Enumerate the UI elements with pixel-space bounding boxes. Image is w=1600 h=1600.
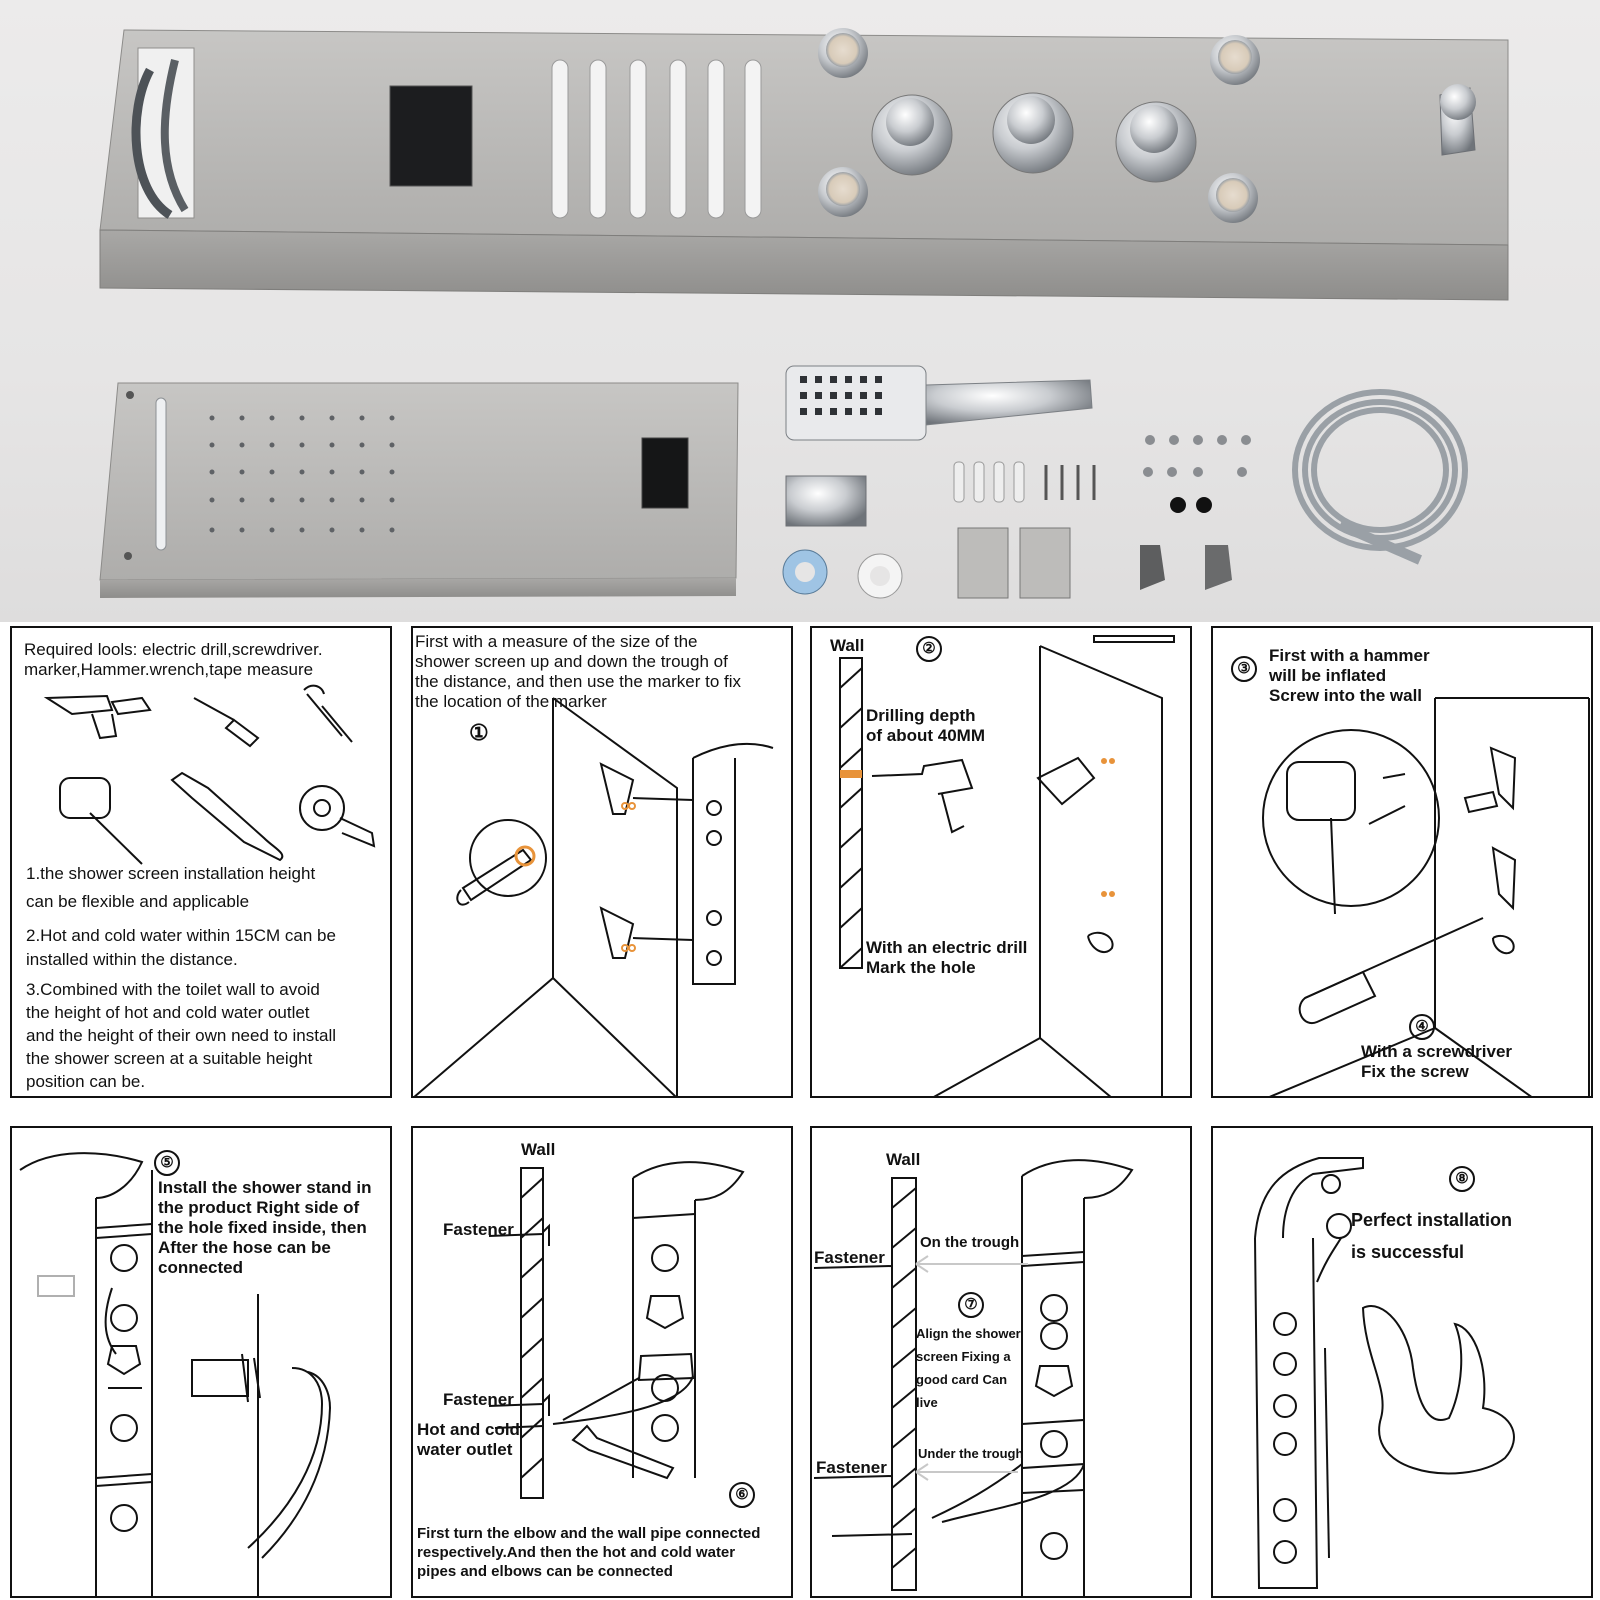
- panel-step-8: ⑧ Perfect installation is successful: [1211, 1126, 1593, 1598]
- step7-illustration: [813, 1159, 1134, 1596]
- step2-drill-depth: Drilling depth of about 40MM: [866, 706, 985, 745]
- step5-text: Install the shower stand in the product …: [158, 1178, 372, 1277]
- step8-text: Perfect installation is successful: [1351, 1210, 1513, 1262]
- wall-bracket: [785, 475, 867, 527]
- step7-wall-label: Wall: [886, 1150, 921, 1169]
- step6-fastener-bottom: Fastener: [443, 1390, 514, 1409]
- elbow-right: [1205, 545, 1232, 590]
- step2-drill-mark: With an electric drill Mark the hole: [866, 938, 1028, 977]
- note-1: 1.the shower screen installation height …: [26, 864, 316, 911]
- step5-number: ⑤: [154, 1150, 180, 1176]
- fastener-bracket-right: [1019, 527, 1071, 599]
- elbow-left: [1140, 545, 1165, 590]
- tools-title: Required lools: electric drill,screwdriv…: [24, 640, 323, 679]
- step3-number: ③: [1231, 656, 1257, 682]
- step2-wall-label: Wall: [830, 636, 865, 655]
- note-2: 2.Hot and cold water within 15CM can be …: [26, 926, 336, 969]
- step6-fastener-top: Fastener: [443, 1220, 514, 1239]
- panel-step-5: ⑤ Install the shower stand in the produc…: [10, 1126, 392, 1598]
- tools-illustration: [43, 684, 376, 865]
- panel-step-3-4: ③ First with a hammer will be inflated S…: [1211, 626, 1593, 1098]
- hose-coil: [1292, 389, 1468, 551]
- control-knobs: [871, 92, 1197, 183]
- step5-illustration: [19, 1152, 332, 1596]
- step7-on-trough: On the trough: [920, 1234, 1020, 1251]
- fastener-bracket-left: [957, 527, 1009, 599]
- step7-fastener-bottom: Fastener: [816, 1458, 887, 1477]
- panel-step-1: First with a measure of the size of the …: [411, 626, 793, 1098]
- step6-illustration: [488, 1161, 745, 1499]
- step1-number: ①: [469, 720, 489, 745]
- step1-text: First with a measure of the size of the …: [415, 632, 742, 711]
- hand-shower: [785, 365, 1093, 441]
- step7-fastener-top: Fastener: [814, 1248, 885, 1267]
- step2-illustration: [839, 635, 1175, 1096]
- step2-number: ②: [916, 636, 942, 662]
- step6-outlet: Hot and cold water outlet: [417, 1420, 520, 1459]
- step7-number: ⑦: [958, 1292, 984, 1318]
- rain-panel: [99, 382, 739, 598]
- step7-under-trough: Under the trough: [918, 1446, 1024, 1461]
- step7-align: Align the shower screen Fixing a good ca…: [916, 1326, 1021, 1410]
- panel-step-7: Wall Fastener On the trough ⑦ Align the …: [810, 1126, 1192, 1598]
- step1-illustration: [413, 697, 774, 1096]
- product-illustration: [99, 28, 1509, 599]
- screws: [1044, 465, 1096, 500]
- main-shower-panel: [99, 28, 1509, 301]
- note-3: 3.Combined with the toilet wall to avoid…: [26, 980, 336, 1091]
- small-parts: [1143, 435, 1251, 477]
- product-photo: [0, 0, 1600, 622]
- panel-step-6: Wall Fastener Fastener Hot and cold wate…: [411, 1126, 793, 1598]
- panel-step-2: Wall ② Drilling depth of about 40MM With…: [810, 626, 1192, 1098]
- wall-anchors: [953, 461, 1025, 503]
- step8-illustration: [1254, 1157, 1515, 1589]
- step8-number: ⑧: [1449, 1166, 1475, 1192]
- body-jets: [818, 28, 1260, 223]
- step3-text: First with a hammer will be inflated Scr…: [1269, 646, 1430, 705]
- step3-4-illustration: [1262, 697, 1590, 1096]
- step6-number: ⑥: [729, 1482, 755, 1508]
- step6-wall-label: Wall: [521, 1140, 556, 1159]
- panel-required-tools: Required lools: electric drill,screwdriv…: [10, 626, 392, 1098]
- step6-text: First turn the elbow and the wall pipe c…: [417, 1525, 761, 1580]
